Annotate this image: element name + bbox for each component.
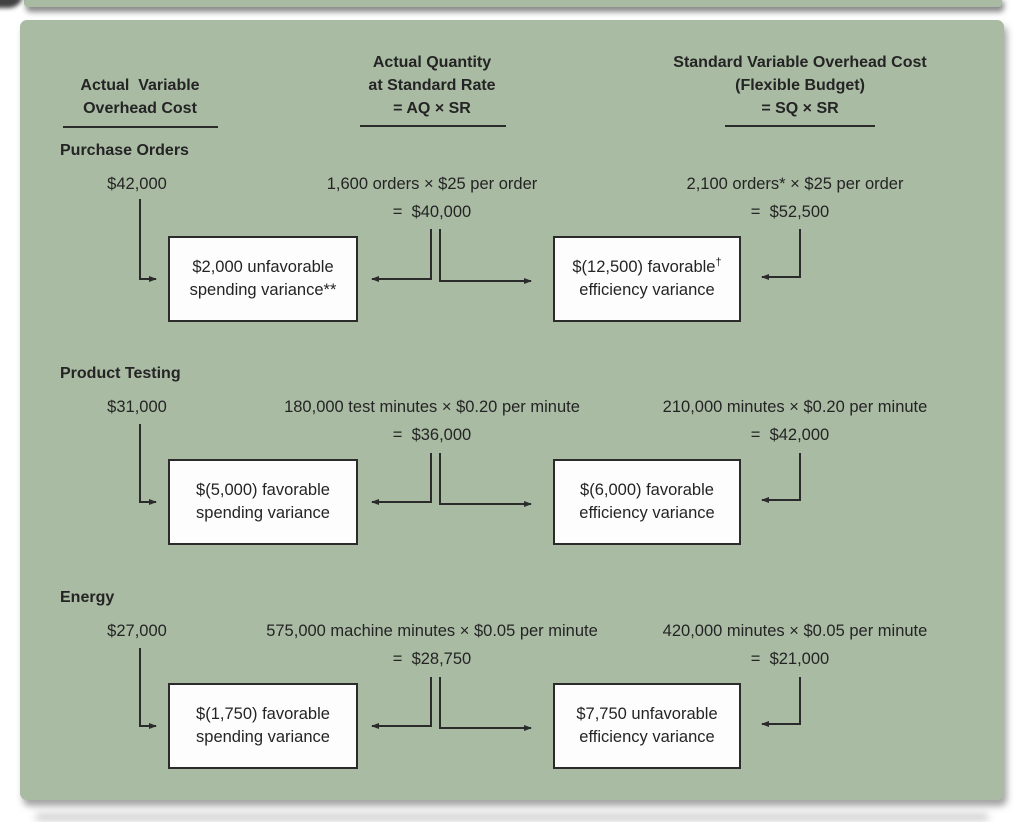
section-title: Product Testing — [60, 365, 181, 382]
section-title: Purchase Orders — [60, 142, 189, 159]
variance-diagram-panel — [20, 20, 1004, 800]
header-underline-col2 — [360, 125, 506, 127]
sq-sr-total: = $42,000 — [750, 426, 830, 444]
variance-label: efficiency variance — [579, 728, 715, 746]
aq-sr-total: = $28,750 — [392, 650, 472, 668]
variance-label: efficiency variance — [579, 281, 715, 299]
aq-sr-formula: 1,600 orders × $25 per order — [326, 175, 538, 193]
variance-amount-text: $(6,000) favorable — [580, 481, 714, 499]
actual-cost-value: $42,000 — [107, 175, 167, 193]
efficiency-variance-box: $(12,500) favorable† efficiency variance — [553, 236, 741, 322]
cutoff-element-below-shadow — [36, 814, 988, 820]
variance-amount: $(6,000) favorable — [580, 479, 714, 502]
header-line: at Standard Rate — [368, 77, 496, 94]
variance-amount-text: $(5,000) favorable — [196, 481, 330, 499]
header-underline-col1 — [63, 126, 218, 128]
variance-amount: $(12,500) favorable† — [572, 256, 721, 279]
variance-amount: $(5,000) favorable — [196, 479, 330, 502]
variance-amount: $2,000 unfavorable — [192, 256, 333, 279]
header-line: Overhead Cost — [83, 100, 197, 117]
variance-amount-text: $(1,750) favorable — [196, 705, 330, 723]
variance-amount: $(1,750) favorable — [196, 703, 330, 726]
footnote-mark: † — [715, 256, 722, 269]
sq-sr-total: = $21,000 — [750, 650, 830, 668]
variance-amount-text: $(12,500) favorable — [572, 258, 716, 276]
aq-sr-total: = $40,000 — [392, 203, 472, 221]
aq-sr-formula: 575,000 machine minutes × $0.05 per minu… — [266, 622, 598, 640]
aq-sr-total: = $36,000 — [392, 426, 472, 444]
actual-cost-value: $27,000 — [107, 622, 167, 640]
column-header-aq-sr: Actual Quantity at Standard Rate = AQ × … — [332, 51, 532, 120]
variance-label: spending variance — [196, 504, 330, 522]
header-line: Actual Quantity — [372, 54, 492, 71]
variance-label: efficiency variance — [579, 504, 715, 522]
spending-variance-box: $(1,750) favorable spending variance — [168, 683, 358, 769]
efficiency-variance-box: $(6,000) favorable efficiency variance — [553, 459, 741, 545]
column-header-actual-cost: Actual Variable Overhead Cost — [40, 74, 240, 120]
header-line: (Flexible Budget) — [735, 77, 865, 94]
variance-amount-text: $7,750 unfavorable — [576, 705, 718, 723]
cutoff-corner-shadow — [0, 0, 23, 8]
spending-variance-box: $(5,000) favorable spending variance — [168, 459, 358, 545]
sq-sr-formula: 210,000 minutes × $0.20 per minute — [662, 398, 928, 416]
efficiency-variance-box: $7,750 unfavorable efficiency variance — [553, 683, 741, 769]
variance-amount-text: $2,000 unfavorable — [192, 258, 334, 276]
header-line: = SQ × SR — [761, 100, 839, 117]
header-line: Standard Variable Overhead Cost — [673, 54, 927, 71]
column-header-sq-sr: Standard Variable Overhead Cost (Flexibl… — [650, 51, 950, 120]
aq-sr-formula: 180,000 test minutes × $0.20 per minute — [284, 398, 580, 416]
sq-sr-total: = $52,500 — [750, 203, 830, 221]
sq-sr-formula: 420,000 minutes × $0.05 per minute — [662, 622, 928, 640]
sq-sr-formula: 2,100 orders* × $25 per order — [686, 175, 904, 193]
header-line: Actual Variable — [80, 77, 200, 94]
spending-variance-box: $2,000 unfavorable spending variance** — [168, 236, 358, 322]
cutoff-element-above — [24, 0, 1002, 7]
variance-label: spending variance** — [189, 281, 337, 299]
actual-cost-value: $31,000 — [107, 398, 167, 416]
variance-label: spending variance — [196, 728, 330, 746]
variance-amount: $7,750 unfavorable — [576, 703, 717, 726]
section-title: Energy — [60, 589, 115, 606]
header-underline-col3 — [725, 125, 875, 127]
header-line: = AQ × SR — [393, 100, 471, 117]
